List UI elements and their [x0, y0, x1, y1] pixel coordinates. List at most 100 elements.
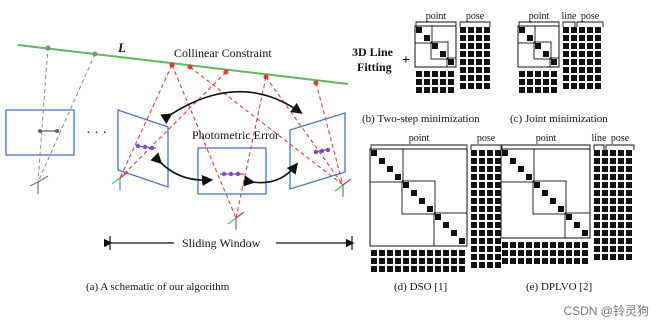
pose-cell [594, 238, 600, 244]
photometric-arrow-right [243, 162, 298, 187]
pose-cell [602, 158, 608, 164]
pose-cell [487, 206, 493, 212]
bottom-cell [416, 79, 422, 85]
pose-cell [495, 254, 501, 260]
bottom-cell [379, 266, 385, 272]
diag-cell [542, 190, 548, 196]
pixel-point [235, 171, 241, 177]
bottom-cell [440, 71, 446, 77]
bottom-cell [416, 71, 422, 77]
bottom-cell [419, 250, 425, 256]
pose-cell [487, 254, 493, 260]
pose-cell [484, 35, 490, 41]
line-point [187, 64, 193, 70]
bracket-label: point [529, 11, 550, 22]
pose-cell [471, 166, 477, 172]
pose-cell [587, 59, 593, 65]
pose-cell [484, 67, 490, 73]
pose-cell [594, 230, 600, 236]
pose-cell [595, 83, 601, 89]
pose-cell [595, 35, 601, 41]
pose-cell [479, 182, 485, 188]
bottom-cell [411, 250, 417, 256]
matrix-e [500, 148, 632, 264]
diag-block [401, 180, 436, 215]
diag-cell [371, 150, 377, 156]
panel-b-title-line2: Fitting [357, 60, 392, 74]
pose-cell [571, 59, 577, 65]
pose-cell [495, 230, 501, 236]
pixel-point [221, 171, 227, 177]
pose-cell [571, 83, 577, 89]
pose-cell [479, 262, 485, 268]
bottom-cell [403, 250, 409, 256]
bottom-cell [519, 71, 525, 77]
photometric-error-label: Photometric Error [192, 128, 279, 142]
diag-cell [526, 174, 532, 180]
bottom-cell [411, 258, 417, 264]
pose-cell [587, 35, 593, 41]
pose-cell [602, 254, 608, 260]
line-point [313, 80, 319, 86]
bottom-cell [371, 250, 377, 256]
pose-cell [460, 67, 466, 73]
bottom-cell [582, 250, 588, 256]
bottom-cell [459, 266, 465, 272]
pose-cell [602, 230, 608, 236]
pose-cell [495, 158, 501, 164]
pose-cell [594, 166, 600, 172]
bottom-cell [443, 266, 449, 272]
pose-cell [471, 246, 477, 252]
bottom-cell [566, 258, 572, 264]
bottom-cell [502, 258, 508, 264]
pose-cell [618, 214, 624, 220]
diag-block [549, 57, 560, 68]
line-point [92, 51, 98, 57]
diag-cell [551, 59, 557, 65]
diag-cell [535, 43, 541, 49]
bottom-cell [519, 87, 525, 93]
bottom-cell [371, 266, 377, 272]
pose-cell [495, 150, 501, 156]
pose-cell [579, 75, 585, 81]
pose-cell [587, 51, 593, 57]
bottom-cell [535, 71, 541, 77]
pose-cell [579, 83, 585, 89]
matrix-frame [517, 25, 560, 68]
pose-cell [460, 75, 466, 81]
pose-cell [610, 198, 616, 204]
bottom-cell [519, 79, 525, 85]
bracket-label: point [409, 133, 430, 144]
ellipsis: · · · [86, 126, 107, 141]
bottom-cell [427, 250, 433, 256]
pixel-point [319, 148, 325, 154]
pose-cell [495, 238, 501, 244]
pose-cell [618, 158, 624, 164]
pose-cell [563, 67, 569, 73]
pose-cell [594, 246, 600, 252]
pose-cell [610, 222, 616, 228]
diag-cell [435, 214, 441, 220]
bottom-cell [527, 71, 533, 77]
pose-cell [479, 158, 485, 164]
pose-cell [479, 166, 485, 172]
bottom-cell [451, 258, 457, 264]
pose-cell [495, 262, 501, 268]
pose-cell [595, 75, 601, 81]
pose-cell [618, 230, 624, 236]
caption-e: (e) DPLVO [2] [526, 281, 592, 293]
pose-cell [579, 67, 585, 73]
bottom-cell [510, 258, 516, 264]
bottom-cell [502, 242, 508, 248]
diag-block [517, 25, 536, 44]
diag-cell [527, 35, 533, 41]
bracket [370, 144, 468, 150]
pose-cell [487, 158, 493, 164]
diag-cell [502, 150, 508, 156]
pose-cell [476, 43, 482, 49]
pose-cell [471, 174, 477, 180]
pose-cell [571, 27, 577, 33]
diag-cell [424, 35, 430, 41]
